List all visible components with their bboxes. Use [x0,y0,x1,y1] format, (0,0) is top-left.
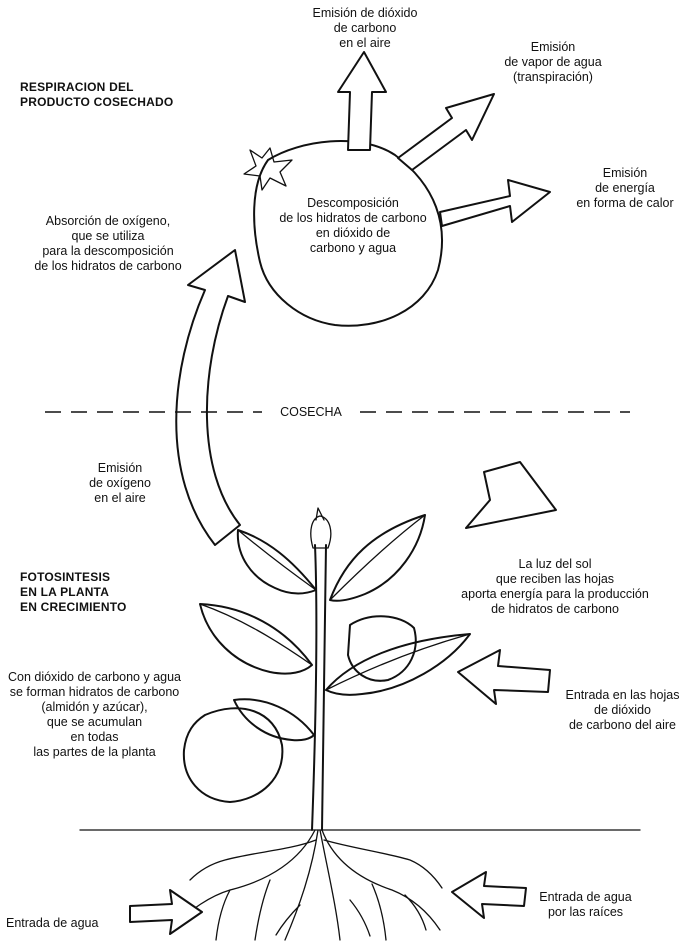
oxygen-emission-label: Emisión de oxígeno en el aire [89,461,151,505]
respiration-heading: RESPIRACION DEL PRODUCTO COSECHADO [20,80,173,110]
sunlight-label: La luz del sol que reciben las hojas apo… [461,557,649,616]
carbohydrate-formation-label: Con dióxido de carbono y agua se forman … [7,670,182,759]
leaf-top-right [329,514,426,602]
breakdown-label: Descomposición de los hidratos de carbon… [279,196,427,255]
co2-intake-arrow [457,649,551,705]
fruit-calyx-icon [243,147,293,191]
photosynthesis-heading: FOTOSINTESIS EN LA PLANTA EN CRECIMIENTO [20,570,160,615]
co2-leaf-intake-label: Entrada en las hojas de dióxido de carbo… [565,688,680,732]
respiration-heading-line-1: RESPIRACION DEL [20,80,134,94]
sunlight-arrow [465,461,557,529]
water-vapor-label: Emisión de vapor de agua (transpiración) [504,40,602,84]
leaf-top-left [236,529,317,595]
photosynthesis-heading-line-3: EN CRECIMIENTO [20,600,127,614]
oxygen-absorption-label: Absorción de oxígeno, que se utiliza par… [34,214,182,273]
harvest-label: COSECHA [280,405,342,419]
leaf-lower-left [233,698,315,742]
heat-emission-arrow [439,179,551,227]
leaf-middle-left [199,603,313,675]
co2-emission-label: Emisión de dióxido de carbono en el aire [312,6,418,50]
oxygen-cycle-arrow [175,249,246,546]
water-intake-label: Entrada de agua [6,916,99,930]
harvested-fruit-outline [253,140,443,327]
co2-emission-arrow [337,51,387,151]
water-vapor-arrow [397,93,495,171]
respiration-heading-line-2: PRODUCTO COSECHADO [20,95,174,109]
plant-fruit-right [347,615,417,682]
root-water-intake-label: Entrada de agua por las raíces [539,890,632,919]
plant-roots [174,829,443,941]
leaf-top-right-vein [329,514,426,601]
leaf-middle-left-vein [199,603,313,666]
photosynthesis-heading-line-1: FOTOSINTESIS [20,570,111,584]
root-water-intake-arrow [451,871,527,919]
photosynthesis-heading-line-2: EN LA PLANTA [20,585,110,599]
leaf-top-left-vein [237,529,317,591]
plant-stem [311,544,327,831]
leaf-middle-right [325,633,471,696]
heat-emission-label: Emisión de energía en forma de calor [576,166,674,210]
plant-fruit-left [182,707,284,803]
water-intake-arrow [129,889,203,935]
leaf-middle-right-vein [325,633,471,691]
flower-bud [310,507,332,549]
